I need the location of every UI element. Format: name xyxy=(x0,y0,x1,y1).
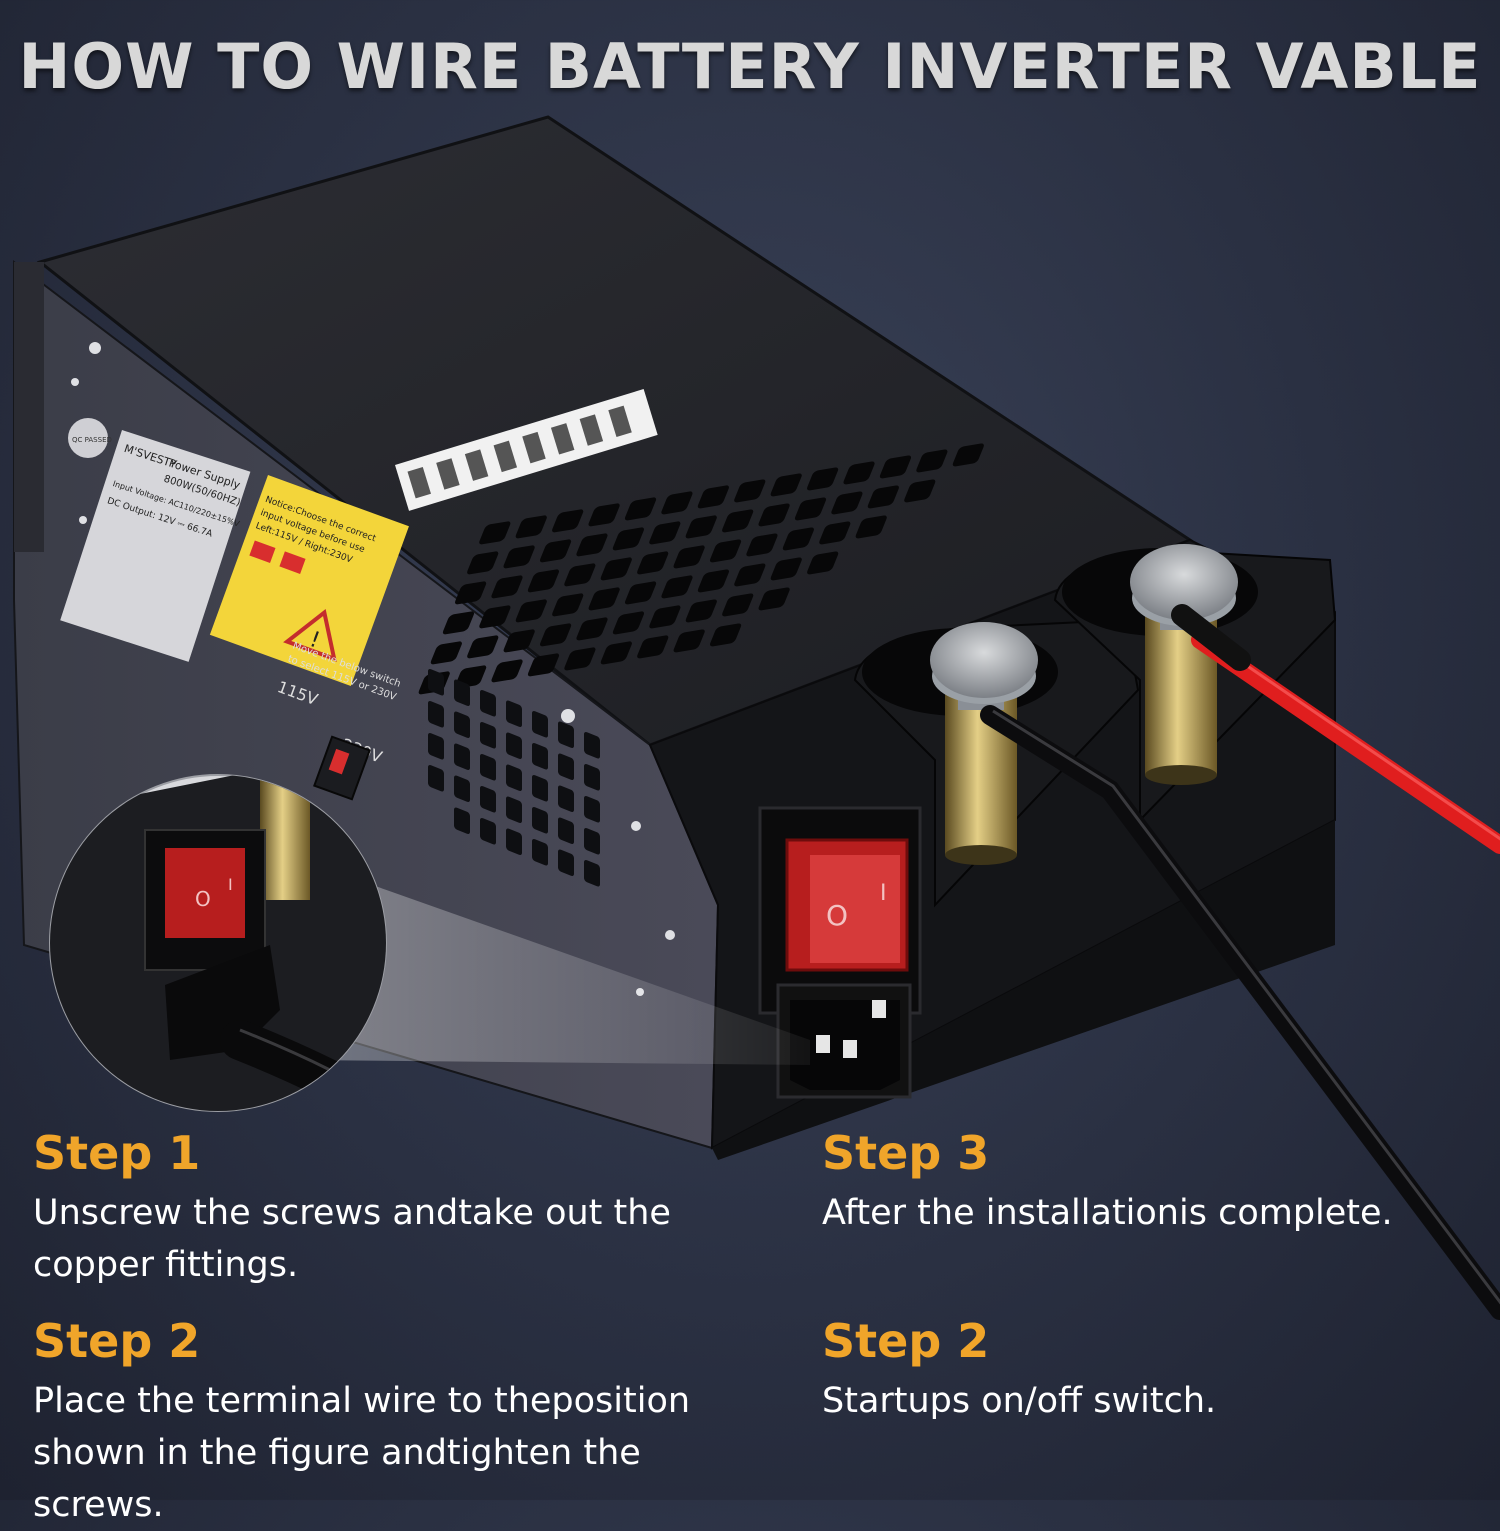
top-vent-grid xyxy=(418,443,984,695)
zoom-rocker-on: I xyxy=(228,875,233,894)
step-block: Step 2 Startups on/off switch. xyxy=(822,1316,1462,1427)
step-heading: Step 3 xyxy=(822,1126,990,1180)
warning-sticker xyxy=(395,388,658,511)
black-cable xyxy=(980,705,1500,1320)
step-block: Step 2 Place the terminal wire to thepos… xyxy=(33,1316,733,1531)
step-block: Step 1 Unscrew the screws andtake out th… xyxy=(33,1128,733,1291)
zoom-beam xyxy=(300,870,810,1065)
thumb-screw-icon xyxy=(930,622,1038,698)
product-label: M'SVESTY Power Supply 800W(50/60HZ) Inpu… xyxy=(60,429,251,662)
screw-icons xyxy=(71,342,675,996)
step-text: Startups on/off switch. xyxy=(822,1380,1217,1421)
rocker-on-label: I xyxy=(880,881,887,906)
zoom-rocker-off: O xyxy=(195,887,211,911)
qc-sticker: QC PASSED xyxy=(68,418,112,458)
step-text: After the installationis complete. xyxy=(822,1192,1393,1233)
power-rocker-switch: O I xyxy=(758,806,922,1015)
step-heading: Step 1 xyxy=(33,1126,201,1180)
page-title: HOW TO WIRE BATTERY INVERTER VABLE xyxy=(18,30,1482,103)
voltage-notice: Notice:Choose the correct input voltage … xyxy=(209,475,409,687)
zoom-detail: O I xyxy=(49,774,387,1112)
step-text: Unscrew the screws andtake out the coppe… xyxy=(33,1192,671,1285)
thumb-screw-icon xyxy=(1130,544,1238,620)
red-cable xyxy=(1171,604,1500,854)
step-text: Place the terminal wire to theposition s… xyxy=(33,1380,691,1525)
positive-terminal xyxy=(1130,544,1238,785)
step-block: Step 3 After the installationis complete… xyxy=(822,1128,1462,1239)
step-heading: Step 2 xyxy=(33,1314,201,1368)
rocker-off-label: O xyxy=(826,899,848,932)
side-vent-grid xyxy=(428,668,600,887)
step-heading: Step 2 xyxy=(822,1314,990,1368)
ac-power-socket xyxy=(776,983,912,1099)
product-illustration: M'SVESTY Power Supply 800W(50/60HZ) Inpu… xyxy=(13,115,1500,1320)
qc-mark: QC PASSED xyxy=(72,436,112,444)
